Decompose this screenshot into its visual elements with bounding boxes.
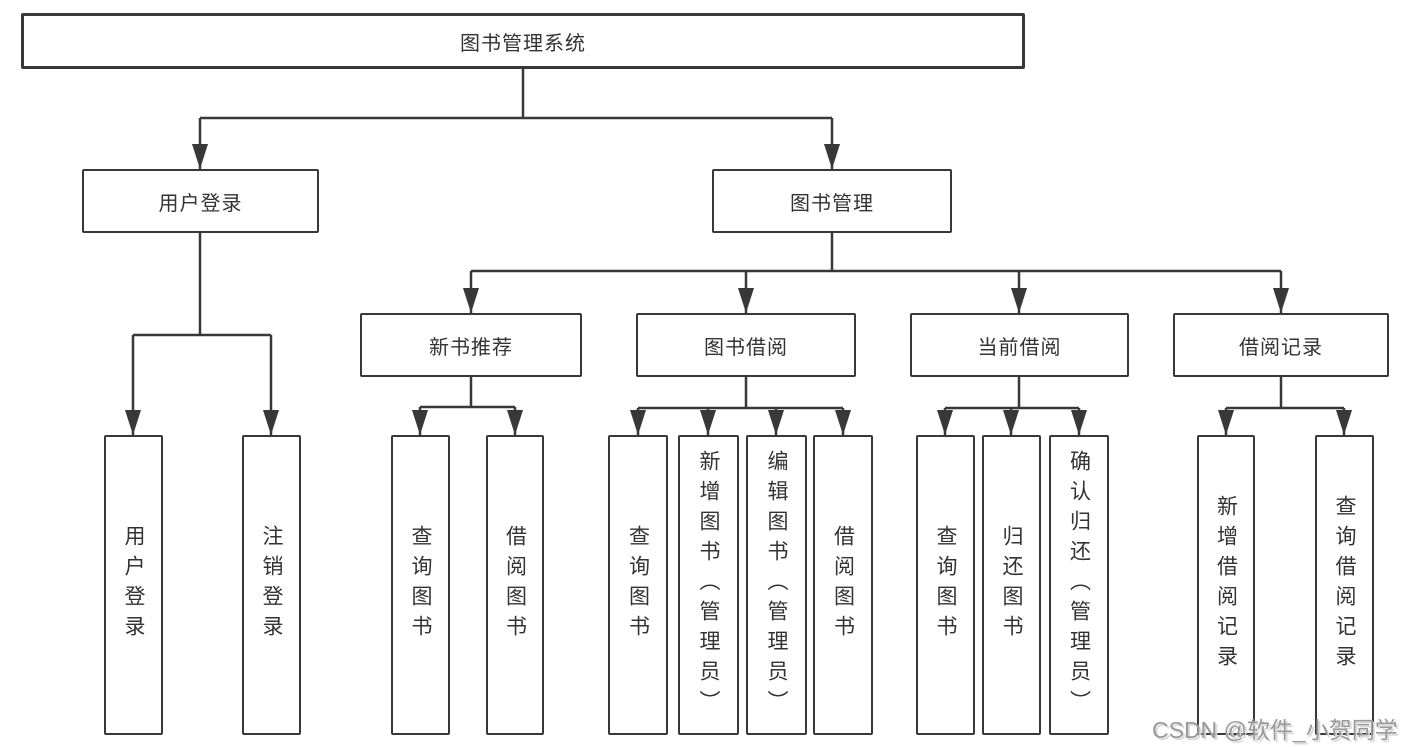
leaf-recommend-query-books-label: 查询图书 <box>409 525 432 645</box>
leaf-confirm-return-admin-label: 确认归还（管理员） <box>1067 450 1091 720</box>
leaf-user-login: 用户登录 <box>104 435 163 735</box>
node-current-borrow-label: 当前借阅 <box>977 336 1062 359</box>
leaf-return-books-label: 归还图书 <box>1000 525 1023 645</box>
leaf-user-login-label: 用户登录 <box>122 525 145 645</box>
leaf-edit-books-admin-label: 编辑图书（管理员） <box>765 450 788 720</box>
node-book-management: 图书管理 <box>712 169 952 233</box>
node-book-borrow-label: 图书借阅 <box>704 336 788 359</box>
leaf-confirm-return-admin: 确认归还（管理员） <box>1049 435 1109 735</box>
node-borrow-records: 借阅记录 <box>1173 313 1389 377</box>
node-root-system: 图书管理系统 <box>21 13 1025 69</box>
leaf-borrow-query-books: 查询图书 <box>608 435 668 735</box>
leaf-current-query-books-label: 查询图书 <box>934 525 957 645</box>
leaf-current-query-books: 查询图书 <box>916 435 975 735</box>
node-current-borrow: 当前借阅 <box>910 313 1129 377</box>
leaf-recommend-borrow-books: 借阅图书 <box>486 435 544 735</box>
leaf-edit-books-admin: 编辑图书（管理员） <box>746 435 807 735</box>
node-user-login: 用户登录 <box>82 169 319 233</box>
leaf-add-borrow-record-label: 新增借阅记录 <box>1214 495 1238 675</box>
leaf-borrow-query-books-label: 查询图书 <box>626 525 650 645</box>
leaf-recommend-borrow-books-label: 借阅图书 <box>503 525 527 645</box>
node-root-system-label: 图书管理系统 <box>460 32 586 55</box>
leaf-logout: 注销登录 <box>242 435 301 735</box>
node-new-book-recommend: 新书推荐 <box>360 313 582 377</box>
leaf-add-books-admin-label: 新增图书（管理员） <box>697 450 720 720</box>
node-user-login-label: 用户登录 <box>158 192 243 215</box>
leaf-logout-label: 注销登录 <box>260 525 283 645</box>
node-book-management-label: 图书管理 <box>790 192 874 215</box>
leaf-borrow-books-label: 借阅图书 <box>831 525 855 645</box>
node-book-borrow: 图书借阅 <box>636 313 856 377</box>
leaf-recommend-query-books: 查询图书 <box>391 435 450 735</box>
node-borrow-records-label: 借阅记录 <box>1239 336 1323 359</box>
leaf-add-borrow-record: 新增借阅记录 <box>1197 435 1255 735</box>
leaf-query-borrow-record: 查询借阅记录 <box>1315 435 1374 735</box>
leaf-return-books: 归还图书 <box>982 435 1041 735</box>
node-new-book-recommend-label: 新书推荐 <box>429 336 513 359</box>
watermark: CSDN @软件_小贺同学 <box>1152 717 1398 743</box>
leaf-borrow-books: 借阅图书 <box>813 435 873 735</box>
leaf-add-books-admin: 新增图书（管理员） <box>678 435 739 735</box>
leaf-query-borrow-record-label: 查询借阅记录 <box>1333 495 1356 675</box>
